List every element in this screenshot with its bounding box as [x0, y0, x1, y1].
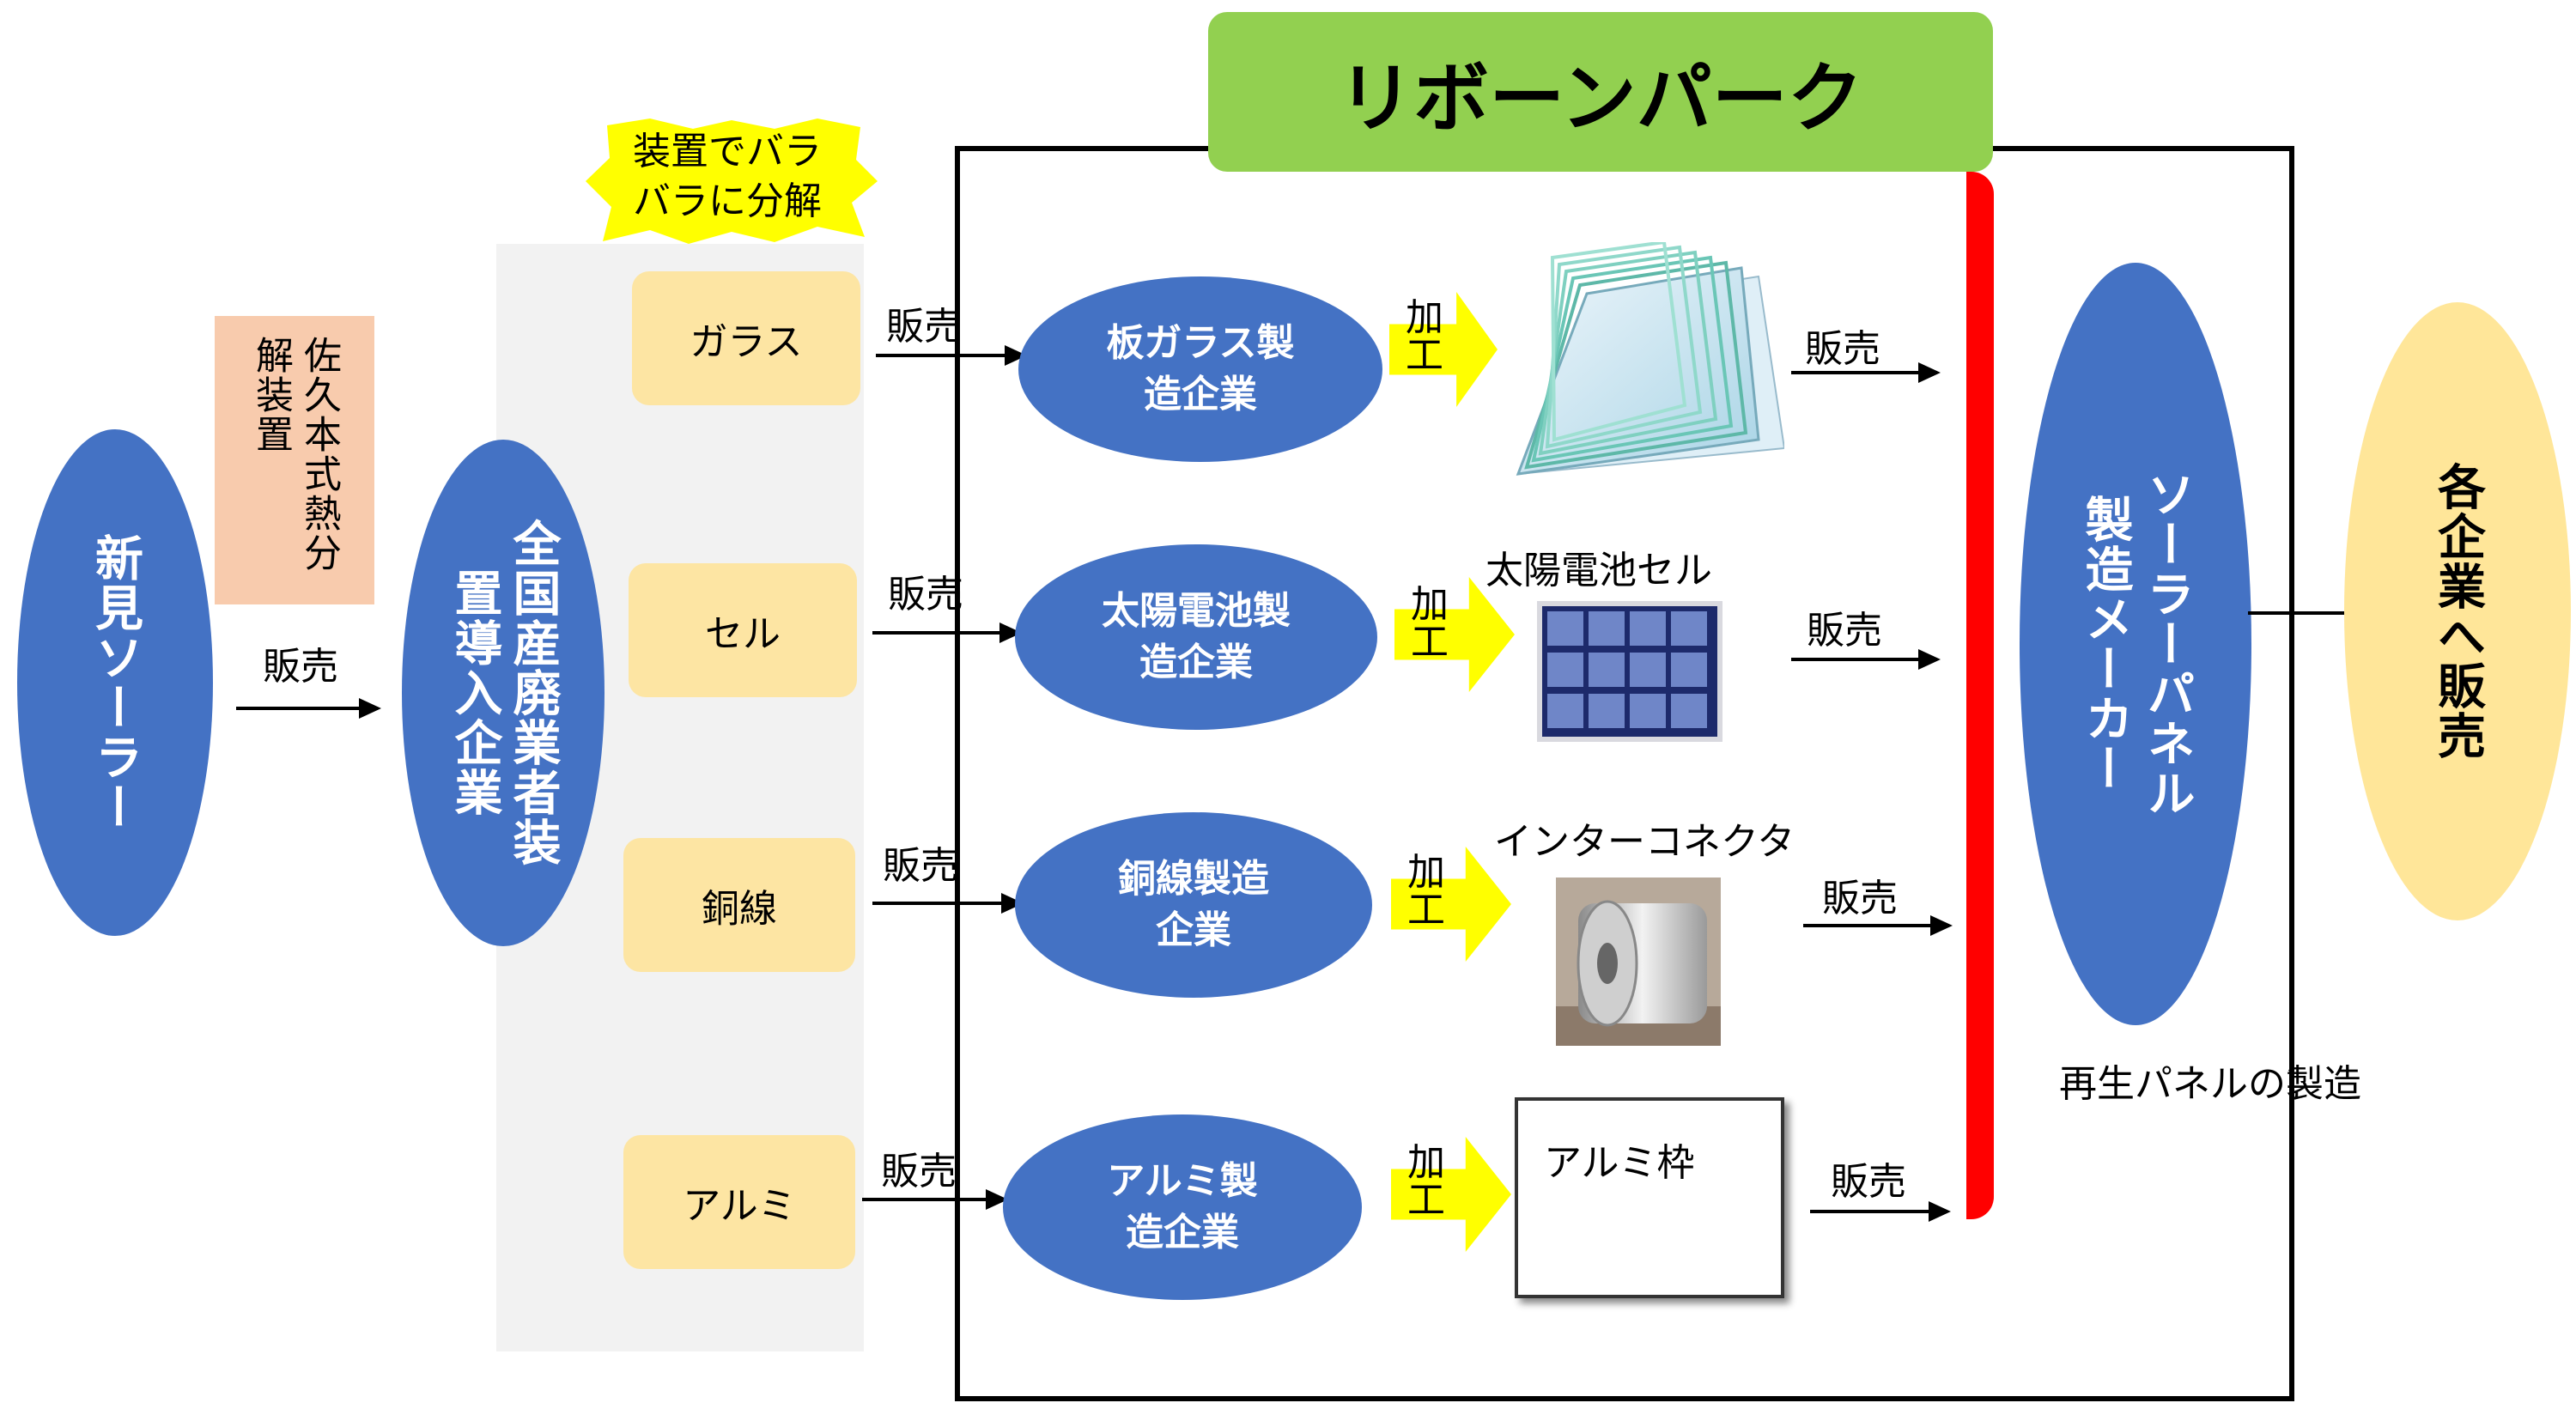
alumi-frame-box: アルミ枠 [1515, 1097, 1784, 1298]
process-label: 加工 [1399, 297, 1443, 373]
process-label: 加工 [1400, 852, 1444, 927]
arrow-alumi-out [1810, 1201, 1951, 1222]
wire-spool-image [1556, 878, 1721, 1046]
glass-maker-node: 板ガラス製造企業 [1018, 276, 1382, 462]
red-bar [1966, 172, 1994, 1219]
sale-label-wire: 販売 [883, 844, 958, 888]
process-arrow-glass: 加工 [1389, 292, 1498, 407]
solar-panel-icon [1537, 601, 1722, 742]
arrow-cell-to-maker [872, 622, 1022, 643]
reborn-park-title: リボーンパーク [1338, 53, 1863, 143]
material-cell: セル [629, 563, 857, 697]
sale-label-cell-out: 販売 [1807, 609, 1882, 653]
process-arrow-alumi: 加工 [1391, 1137, 1511, 1252]
arrow-glass-to-maker [876, 345, 1027, 366]
alumi-maker-node: アルミ製造企業 [1003, 1114, 1362, 1300]
process-label: 加工 [1400, 1142, 1444, 1218]
sale-label-0: 販売 [263, 645, 338, 689]
process-arrow-wire: 加工 [1391, 847, 1511, 962]
sale-label-alumi: 販売 [881, 1150, 957, 1193]
cell-maker-node: 太陽電池製造企業 [1015, 544, 1377, 730]
process-label: 加工 [1404, 584, 1448, 659]
pyrolysis-device-box: 佐久本式熱分解装置 [215, 316, 374, 604]
arrow-wire-out [1803, 915, 1953, 936]
starburst-shape [586, 118, 878, 244]
glass-sheets-image [1501, 240, 1786, 491]
banner-text: 装置でバラバラに分解 [633, 130, 822, 223]
sale-label-alumi-out: 販売 [1831, 1160, 1906, 1204]
niimi-solar-node: 新見ソーラー [17, 429, 213, 936]
disassembly-banner: 装置でバラバラに分解 [568, 117, 893, 246]
sale-label-glass: 販売 [886, 305, 962, 349]
wire-maker-node: 銅線製造企業 [1015, 812, 1372, 998]
material-glass: ガラス [632, 271, 860, 405]
interconnector-label: インターコネクタ [1494, 820, 1795, 864]
panel-maker-node: ソーラーパネル製造メーカー [2020, 263, 2251, 1025]
zenkoku-node: 全国産廃業者装置導入企業 [402, 440, 605, 946]
material-aluminum: アルミ [623, 1135, 855, 1269]
final-sale-node: 各企業へ販売 [2344, 302, 2571, 920]
arrow-wire-to-maker [872, 893, 1024, 914]
solar-cell-label: 太陽電池セル [1485, 549, 1712, 592]
process-arrow-cell: 加工 [1394, 577, 1515, 692]
wire-spool-icon [1556, 878, 1721, 1046]
sale-label-wire-out: 販売 [1822, 877, 1898, 920]
material-copper-wire: 銅線 [623, 838, 855, 972]
sale-label-glass-out: 販売 [1805, 327, 1880, 371]
arrow-niimi-to-zenkoku [236, 698, 381, 719]
arrow-glass-out [1791, 362, 1941, 383]
alumi-frame-label: アルミ枠 [1544, 1141, 1695, 1185]
regen-panel-label: 再生パネルの製造 [2059, 1062, 2361, 1106]
solar-cell-image [1537, 601, 1722, 742]
reborn-park-title-box: リボーンパーク [1208, 12, 1993, 172]
arrow-cell-out [1791, 649, 1941, 670]
glass-sheets-icon [1516, 240, 1786, 476]
arrow-alumi-to-maker [862, 1189, 1008, 1210]
sale-label-cell: 販売 [888, 573, 963, 616]
